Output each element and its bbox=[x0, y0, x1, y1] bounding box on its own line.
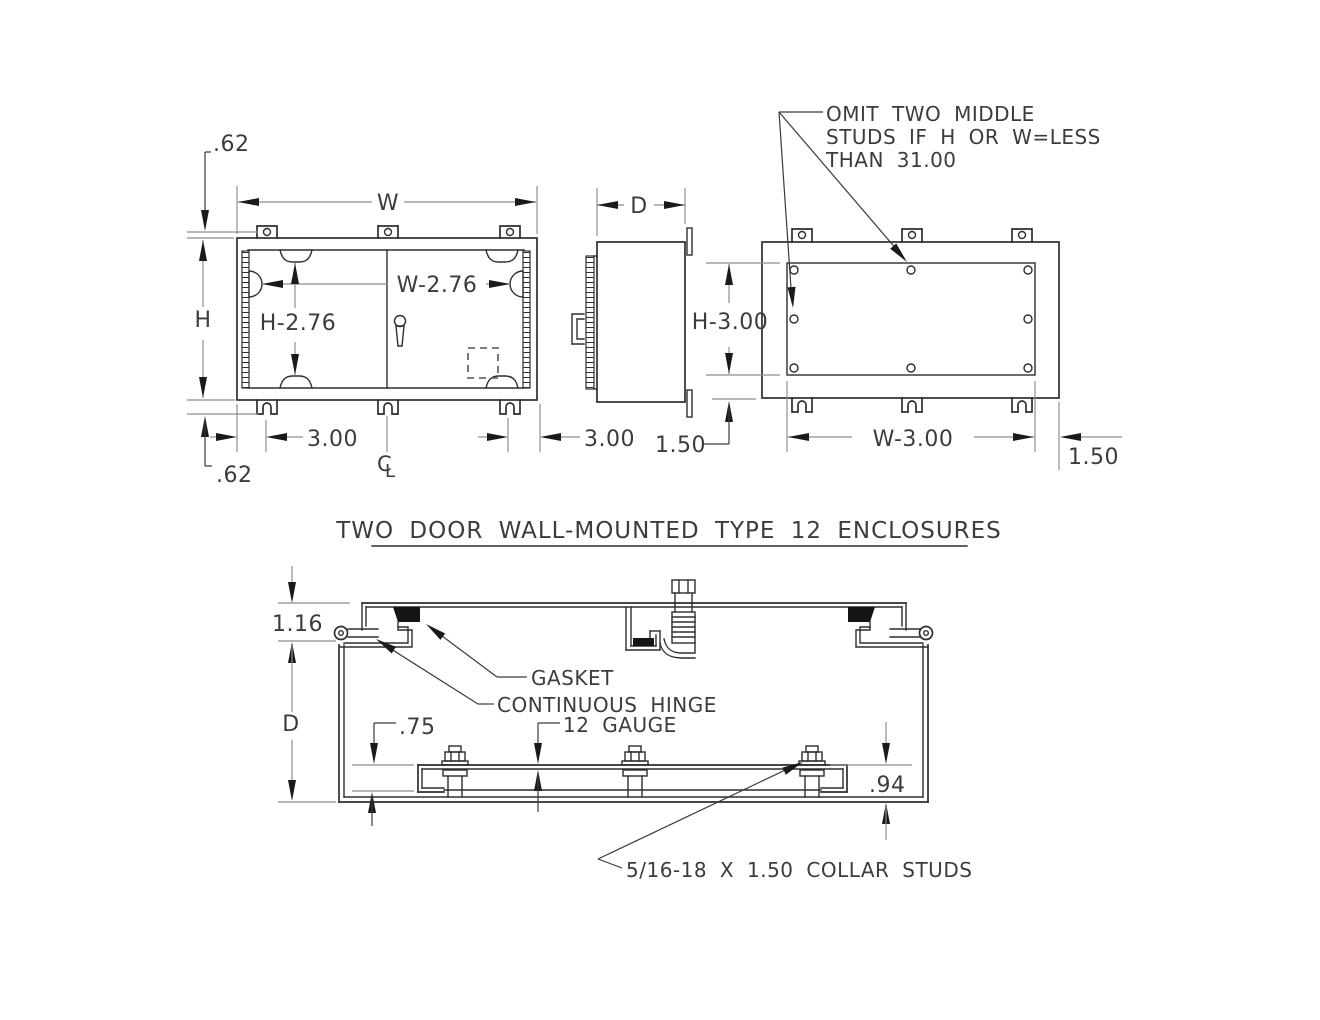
label-gasket: GASKET bbox=[531, 666, 614, 690]
dim-label-d-section: D bbox=[282, 712, 299, 737]
left-hinge-detail bbox=[333, 602, 420, 648]
dim-label-h276: H-2.76 bbox=[260, 311, 336, 336]
mount-bracket bbox=[686, 227, 693, 256]
door-ear bbox=[279, 375, 313, 389]
dim-label-62-bottom: .62 bbox=[216, 463, 253, 488]
rear-top-tabs bbox=[791, 228, 1033, 243]
left-hinge-knuckle bbox=[248, 270, 263, 298]
dim-label-d: D bbox=[630, 194, 647, 219]
dim-label-w300: W-3.00 bbox=[873, 427, 954, 452]
back-panel-outline bbox=[786, 262, 1036, 376]
dim-label-300-left: 3.00 bbox=[307, 427, 358, 452]
right-hinge-strip bbox=[522, 250, 531, 389]
section-view: 1.16 D GASKET CONTINUOUS HINGE .75 12 GA… bbox=[272, 566, 972, 882]
door-ear bbox=[485, 249, 519, 263]
rear-bottom-tabs bbox=[791, 397, 1033, 413]
collar-stud-sections bbox=[441, 745, 826, 798]
dim-label-w: W bbox=[377, 191, 399, 216]
dim-label-150-right: 1.50 bbox=[1068, 445, 1119, 470]
dim-label-75: .75 bbox=[399, 715, 436, 740]
side-hinge-strip bbox=[585, 255, 595, 390]
door-handle bbox=[393, 314, 407, 328]
dim-arrow bbox=[238, 198, 259, 206]
note-line-2: STUDS IF H OR W=LESS bbox=[826, 125, 1101, 149]
label-collar-studs: 5/16-18 X 1.50 COLLAR STUDS bbox=[626, 858, 972, 882]
note-line-3: THAN 31.00 bbox=[825, 148, 957, 172]
dim-label-116: 1.16 bbox=[272, 612, 323, 637]
side-view: D bbox=[571, 188, 693, 418]
door-ear bbox=[279, 249, 313, 263]
centerline-symbol: L bbox=[385, 461, 396, 482]
note-line-1: OMIT TWO MIDDLE bbox=[826, 102, 1035, 126]
gasket-left bbox=[393, 607, 420, 622]
gasket-right bbox=[848, 607, 875, 622]
front-view: W H .62 .62 W-2.76 H-2.76 bbox=[187, 132, 635, 488]
front-enclosure-outline bbox=[236, 237, 538, 401]
right-hinge-detail bbox=[848, 602, 934, 648]
centerline-symbol: C bbox=[377, 452, 392, 476]
left-hinge-strip bbox=[241, 250, 250, 389]
rear-view: H-3.00 1.50 W-3.00 1.50 OMIT TWO MIDDLE … bbox=[655, 102, 1122, 470]
label-12-gauge: 12 GAUGE bbox=[563, 713, 677, 737]
mount-bracket bbox=[686, 389, 693, 418]
dim-label-62-top: .62 bbox=[213, 132, 250, 157]
label-continuous-hinge: CONTINUOUS HINGE bbox=[497, 693, 717, 717]
side-handle bbox=[571, 313, 585, 345]
clamp-stud-head bbox=[671, 579, 696, 594]
drawing-title: TWO DOOR WALL-MOUNTED TYPE 12 ENCLOSURES bbox=[335, 518, 1002, 547]
dim-label-300-right: 3.00 bbox=[584, 427, 635, 452]
dim-label-94: .94 bbox=[869, 773, 906, 798]
back-panel-detail bbox=[417, 764, 848, 793]
hinge-pin bbox=[333, 625, 349, 641]
dim-arrow bbox=[515, 198, 536, 206]
dim-label-h: H bbox=[194, 308, 211, 333]
side-enclosure-outline bbox=[596, 241, 686, 403]
hinge-pin bbox=[918, 625, 934, 641]
door-ear bbox=[485, 375, 519, 389]
gasket-center bbox=[633, 638, 654, 646]
collar-studs bbox=[789, 265, 1033, 373]
dim-label-h300: H-3.00 bbox=[692, 310, 768, 335]
right-hinge-knuckle bbox=[509, 270, 524, 298]
dim-label-w276: W-2.76 bbox=[397, 273, 478, 298]
dashed-cutout bbox=[467, 347, 499, 379]
dim-label-150-left: 1.50 bbox=[655, 433, 706, 458]
front-bottom-tabs bbox=[256, 399, 521, 415]
rear-enclosure-outline bbox=[761, 241, 1060, 399]
center-latch-detail bbox=[625, 579, 696, 659]
front-top-tabs bbox=[256, 225, 521, 239]
omit-studs-note: OMIT TWO MIDDLE STUDS IF H OR W=LESS THA… bbox=[778, 102, 1101, 309]
title-text: TWO DOOR WALL-MOUNTED TYPE 12 ENCLOSURES bbox=[335, 518, 1002, 544]
